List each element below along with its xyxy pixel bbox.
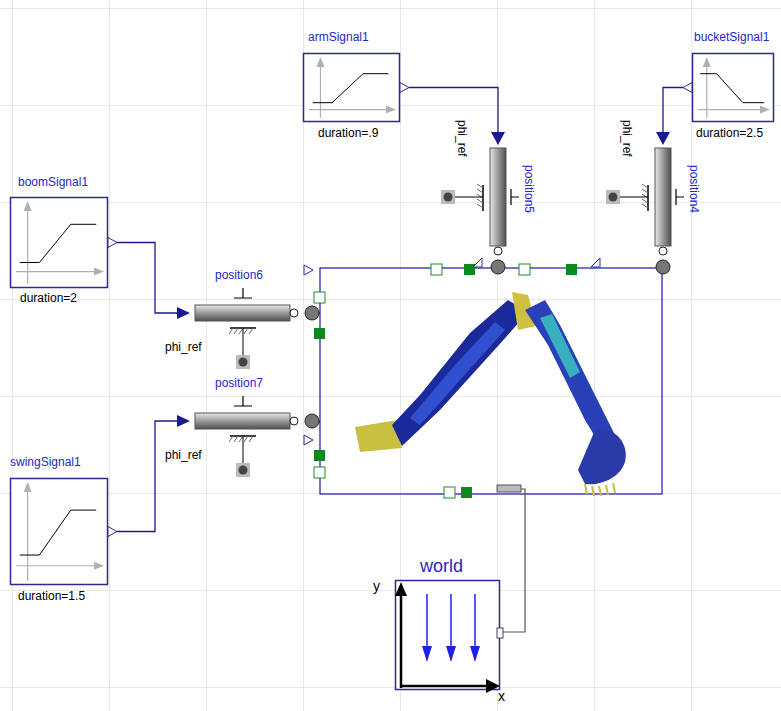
block-parameter: position5 [522,165,536,213]
block-name: position7 [215,376,263,390]
block-icon [692,53,774,122]
block-icon [445,145,530,275]
signal-block: armSignal1 duration=.9 [300,30,400,140]
block-icon [395,580,500,690]
excavator-model [304,258,663,632]
block-parameter: duration=1.5 [18,589,85,603]
block-name: swingSignal1 [10,455,81,469]
block-parameter: phi_ref [620,120,634,157]
block-icon [303,53,400,122]
block-name: armSignal1 [308,30,369,44]
block-parameter: duration=2 [20,291,77,305]
position-actuator: phi_ref position5 [445,120,536,275]
block-parameter: y [373,578,380,594]
block-parameter: phi_ref [455,120,469,157]
position-actuator: position6 phi_ref [160,268,325,372]
block-icon [10,197,108,288]
block-name: boomSignal1 [18,175,88,189]
block-parameter: phi_ref [165,340,202,354]
block-parameter: duration=2.5 [696,126,763,140]
signal-block: bucketSignal1 duration=2.5 [688,30,774,140]
block-icon [190,288,325,372]
block-name: position6 [215,268,263,282]
signal-block: boomSignal1 duration=2 [8,175,108,305]
block-icon [610,145,695,275]
position-actuator: position7 phi_ref [160,376,325,480]
block-parameter: x [498,688,505,704]
signal-wire [117,243,190,320]
block-name: bucketSignal1 [694,30,769,44]
block-parameter: position4 [687,165,701,213]
signal-wire [656,88,683,146]
block-parameter: phi_ref [165,448,202,462]
world-frame: worldyx [370,560,505,704]
signal-block: swingSignal1 duration=1.5 [8,455,108,603]
block-parameter: duration=.9 [318,126,378,140]
signal-wire [117,415,190,532]
block-icon [190,396,325,480]
position-actuator: phi_ref position4 [610,120,701,275]
block-name: world [420,556,463,576]
block-icon [10,478,108,585]
